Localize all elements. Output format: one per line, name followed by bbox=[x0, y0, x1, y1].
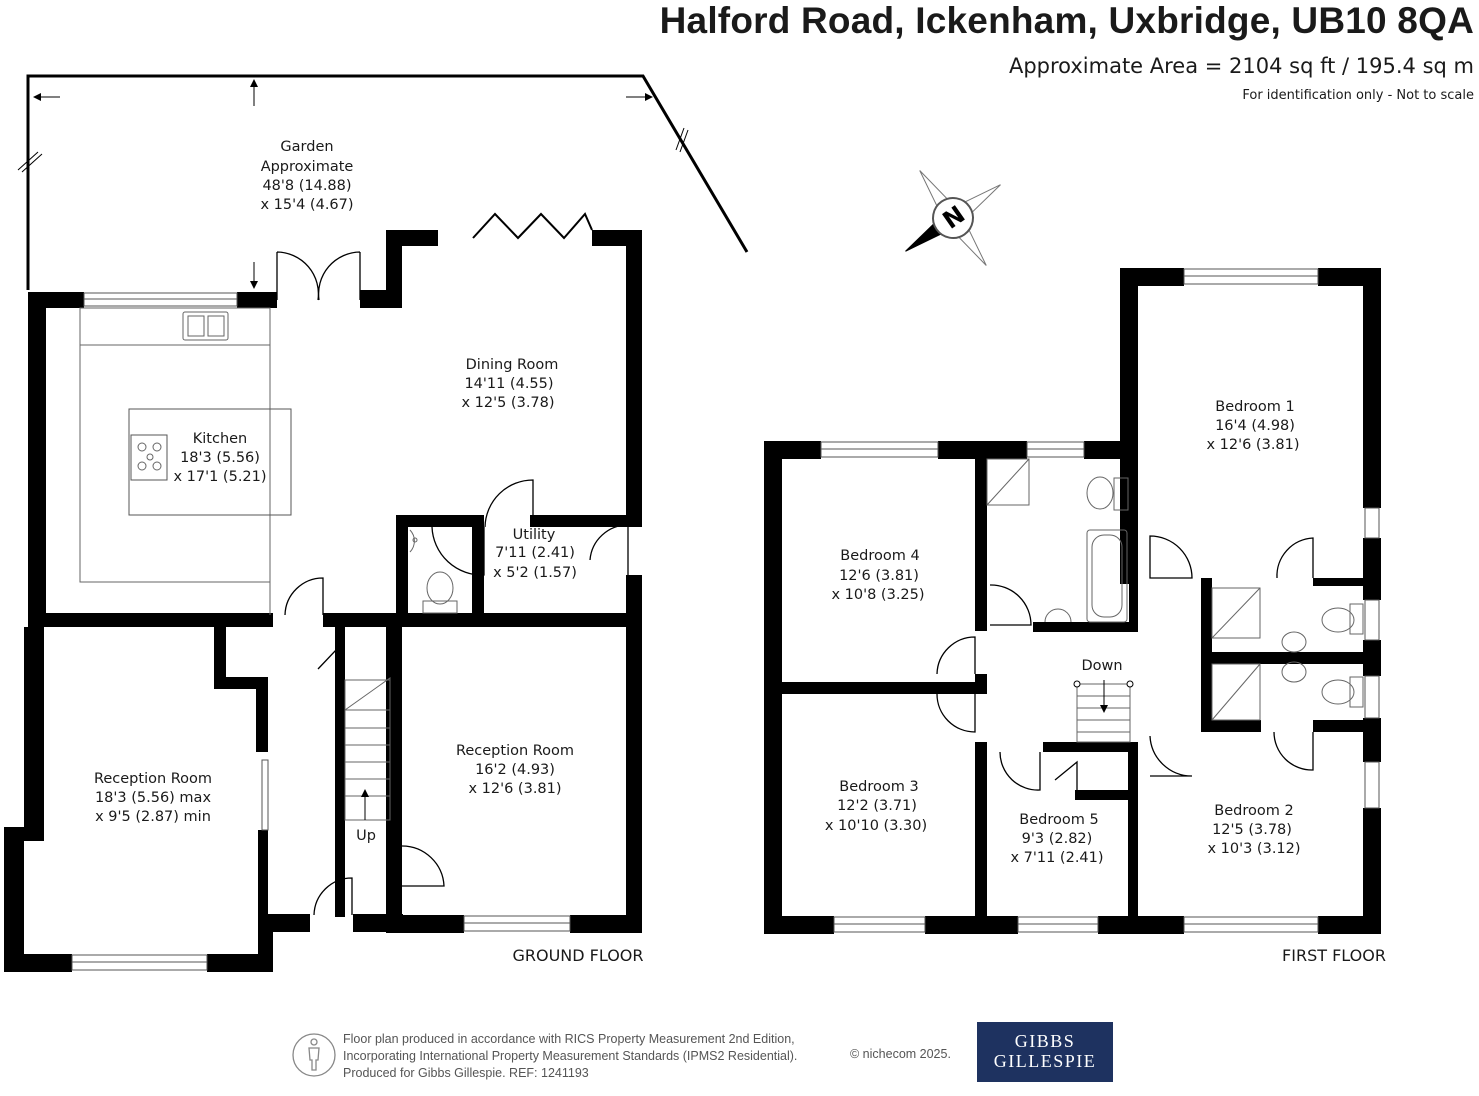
approximate-area: Approximate Area = 2104 sq ft / 195.4 sq… bbox=[1008, 54, 1474, 78]
bedroom5-label-0: Bedroom 5 bbox=[1019, 812, 1098, 828]
bedroom5-label-2: x 7'11 (2.41) bbox=[1010, 850, 1103, 866]
bedroom2-label-2: x 10'3 (3.12) bbox=[1207, 841, 1300, 857]
ground-floor-label: GROUND FLOOR bbox=[512, 946, 643, 965]
garden-label-1: Approximate bbox=[261, 159, 354, 175]
ground-floor-doors bbox=[276, 212, 629, 916]
gibbs-gillespie-logo: GIBBS GILLESPIE bbox=[977, 1022, 1113, 1082]
ground-stairs bbox=[344, 677, 391, 821]
footer-disclaimer: Floor plan produced in accordance with R… bbox=[343, 1031, 797, 1082]
dining-label-0: Dining Room bbox=[466, 357, 559, 373]
ground-floor-walls bbox=[4, 230, 642, 972]
bedroom3-label-1: 12'2 (3.71) bbox=[837, 798, 917, 814]
reception-right-label-0: Reception Room bbox=[456, 743, 574, 759]
footer-line-1: Floor plan produced in accordance with R… bbox=[343, 1032, 795, 1046]
logo-line-1: GIBBS bbox=[1014, 1031, 1076, 1051]
first-floor-windows bbox=[820, 268, 1380, 933]
kitchen-fixtures bbox=[79, 307, 292, 615]
garden-outline bbox=[26, 74, 749, 290]
utility-wc-fixtures bbox=[409, 529, 458, 614]
bedroom1-label-0: Bedroom 1 bbox=[1215, 399, 1294, 415]
ground-floor-plan bbox=[4, 74, 749, 972]
bedroom4-label-1: 12'6 (3.81) bbox=[839, 568, 919, 584]
bedroom5-label-1: 9'3 (2.82) bbox=[1022, 831, 1093, 847]
bedroom4-label-0: Bedroom 4 bbox=[840, 548, 919, 564]
utility-label-2: x 5'2 (1.57) bbox=[493, 565, 577, 581]
property-address-title: Halford Road, Ickenham, Uxbridge, UB10 8… bbox=[659, 0, 1474, 41]
nichecom-copyright: © nichecom 2025. bbox=[850, 1047, 951, 1061]
reception-left-label-1: 18'3 (5.56) max bbox=[95, 790, 211, 806]
dining-label-2: x 12'5 (3.78) bbox=[461, 395, 554, 411]
dining-label-1: 14'11 (4.55) bbox=[464, 376, 553, 392]
first-floor-doors bbox=[936, 535, 1314, 791]
footer-line-3: Produced for Gibbs Gillespie. REF: 12411… bbox=[343, 1066, 589, 1080]
bedroom2-label-0: Bedroom 2 bbox=[1214, 803, 1293, 819]
ground-floor-windows bbox=[71, 292, 571, 971]
utility-label-0: Utility bbox=[513, 527, 556, 543]
bathroom-fixtures bbox=[986, 458, 1364, 721]
utility-label-1: 7'11 (2.41) bbox=[495, 545, 575, 561]
first-stairs bbox=[1073, 680, 1134, 743]
first-floor-label: FIRST FLOOR bbox=[1282, 946, 1386, 965]
first-floor-plan bbox=[764, 268, 1381, 934]
identification-note: For identification only - Not to scale bbox=[1242, 88, 1474, 103]
bedroom3-label-2: x 10'10 (3.30) bbox=[825, 818, 927, 834]
room-labels: Garden Approximate 48'8 (14.88) x 15'4 (… bbox=[94, 139, 1386, 965]
bedroom2-label-1: 12'5 (3.78) bbox=[1212, 822, 1292, 838]
garden-label-0: Garden bbox=[280, 139, 333, 155]
first-floor-walls bbox=[764, 268, 1381, 934]
footer-line-2: Incorporating International Property Mea… bbox=[343, 1049, 798, 1063]
ipms-person-icon bbox=[292, 1033, 336, 1077]
stairs-down-label: Down bbox=[1081, 658, 1122, 674]
kitchen-label-2: x 17'1 (5.21) bbox=[173, 469, 266, 485]
bedroom1-label-1: 16'4 (4.98) bbox=[1215, 418, 1295, 434]
reception-right-label-1: 16'2 (4.93) bbox=[475, 762, 555, 778]
bedroom1-label-2: x 12'6 (3.81) bbox=[1206, 437, 1299, 453]
stairs-up-label: Up bbox=[356, 828, 376, 844]
reception-left-label-2: x 9'5 (2.87) min bbox=[95, 809, 211, 825]
kitchen-label-1: 18'3 (5.56) bbox=[180, 450, 260, 466]
compass-rose bbox=[905, 170, 1001, 266]
garden-dimension-arrows bbox=[17, 79, 689, 289]
garden-label-2: 48'8 (14.88) bbox=[262, 178, 351, 194]
bedroom4-label-2: x 10'8 (3.25) bbox=[831, 587, 924, 603]
reception-left-label-0: Reception Room bbox=[94, 771, 212, 787]
bedroom3-label-0: Bedroom 3 bbox=[839, 779, 918, 795]
logo-line-2: GILLESPIE bbox=[993, 1051, 1097, 1071]
kitchen-label-0: Kitchen bbox=[193, 431, 248, 447]
garden-label-3: x 15'4 (4.67) bbox=[260, 197, 353, 213]
reception-right-label-2: x 12'6 (3.81) bbox=[468, 781, 561, 797]
